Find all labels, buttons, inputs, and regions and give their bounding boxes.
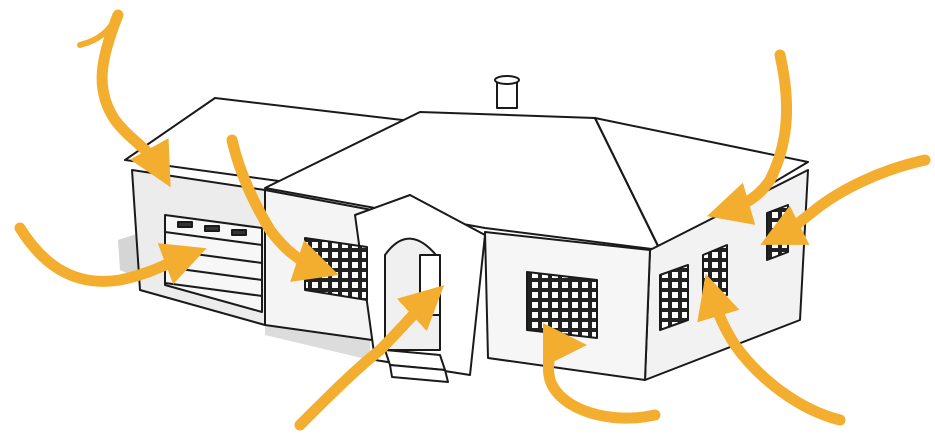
window-front-main <box>527 272 597 338</box>
porch-steps <box>385 350 448 382</box>
window-right-1 <box>660 265 688 330</box>
house <box>125 76 808 382</box>
chimney <box>495 76 519 108</box>
